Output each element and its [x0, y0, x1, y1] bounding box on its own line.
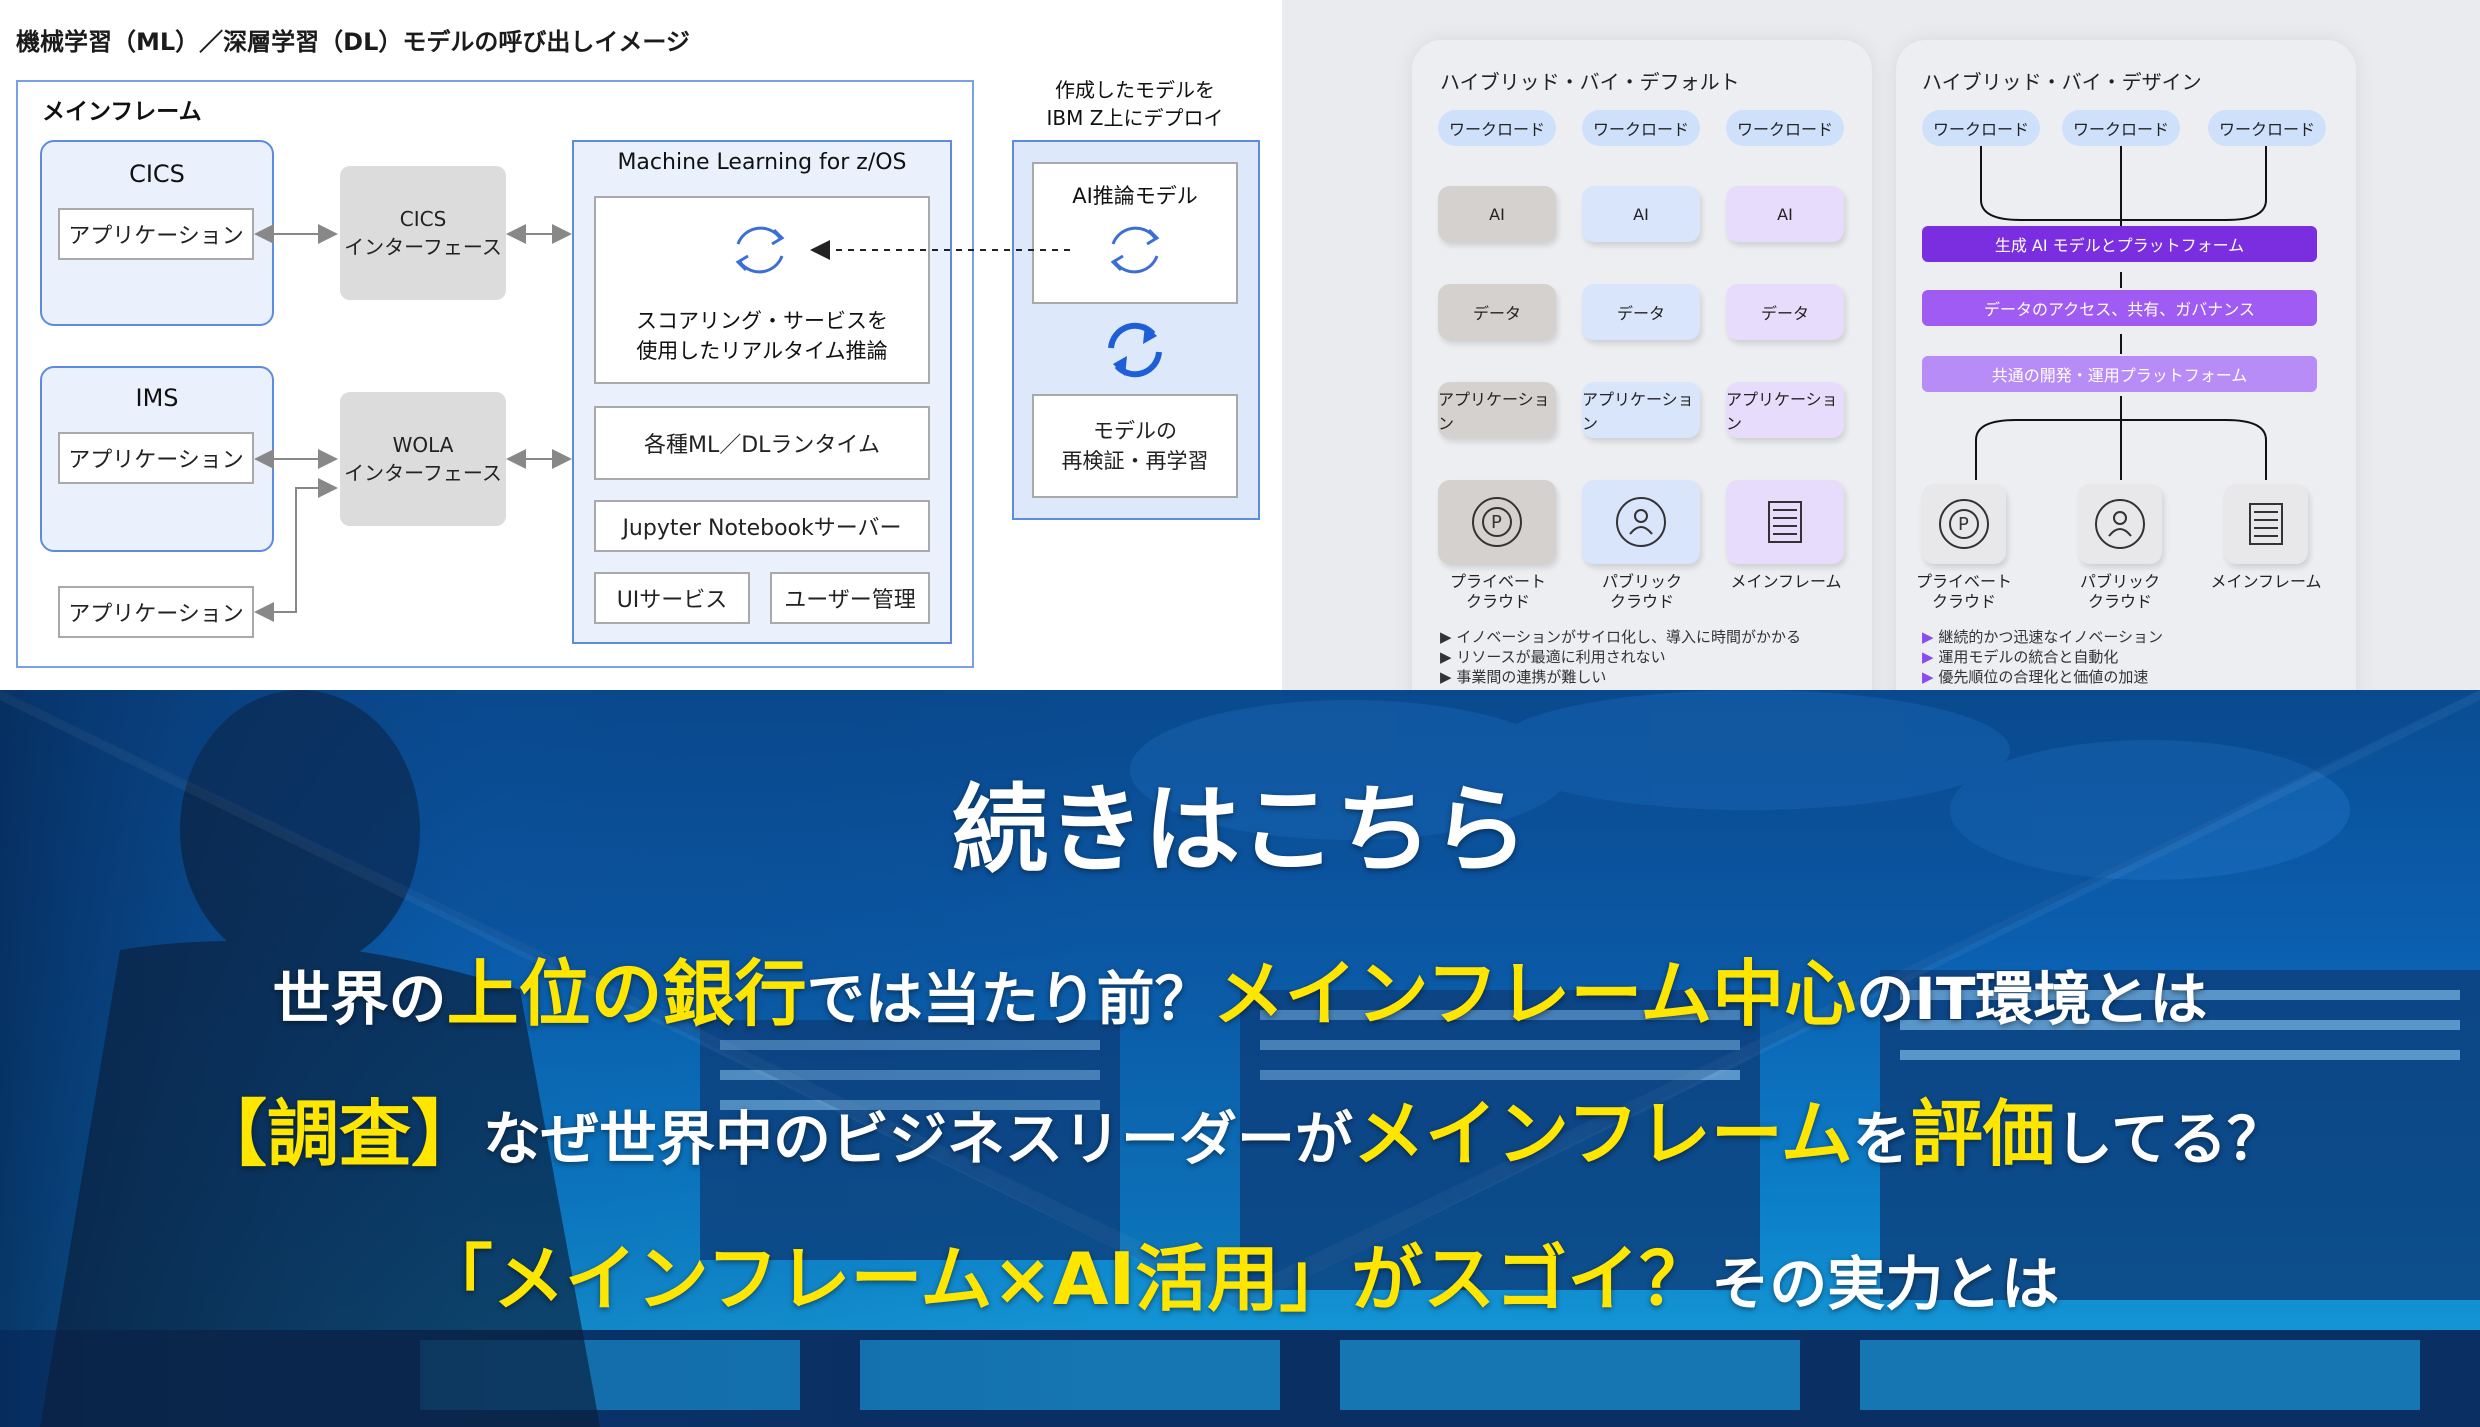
design-connectors	[1975, 146, 2267, 480]
retrain-box: モデルの 再検証・再学習	[1032, 394, 1238, 498]
data-governance-bar: データのアクセス、共有、ガバナンス	[1922, 290, 2317, 326]
env-caption: パブリック クラウド	[2079, 572, 2160, 611]
app-tile: アプリケーション	[1582, 382, 1700, 438]
diagram-connectors	[254, 224, 1162, 622]
private-cloud-icon: P	[1922, 484, 2006, 564]
app-tile: アプリケーション	[1726, 382, 1844, 438]
continue-heading: 続きはこちら	[952, 774, 1528, 886]
standalone-app-arrow	[254, 478, 338, 622]
sync-icon	[1108, 322, 1162, 378]
data-tile: データ	[1582, 284, 1700, 340]
svg-text:P: P	[1491, 512, 1502, 533]
data-tile: データ	[1726, 284, 1844, 340]
data-tile: データ	[1438, 284, 1556, 340]
ml-zos-title: Machine Learning for z/OS	[617, 150, 907, 175]
env-caption: メインフレーム	[2210, 572, 2322, 591]
app-tile: アプリケーション	[1438, 382, 1556, 438]
jupyter-box: Jupyter Notebookサーバー	[594, 500, 930, 552]
workload-chip: ワークロード	[1726, 110, 1844, 146]
refresh-icon	[1110, 226, 1160, 274]
mainframe-label: メインフレーム	[42, 99, 202, 125]
hybrid-design-title: ハイブリッド・バイ・デザイン	[1922, 70, 2202, 94]
design-bullet: ▶ 運用モデルの統合と自動化	[1922, 648, 2119, 666]
ui-service-box: UIサービス	[594, 572, 750, 624]
env-caption: パブリック クラウド	[1601, 572, 1682, 611]
env-caption: プライベート クラウド	[1915, 572, 2012, 611]
deploy-caption: 作成したモデルを IBM Z上にデプロイ	[1046, 78, 1224, 130]
article-link-2[interactable]: 【調査】なぜ世界中のビジネスリーダーがメインフレームを評価してる？	[194, 1092, 2285, 1176]
workload-chip: ワークロード	[2208, 110, 2326, 146]
hybrid-default-title: ハイブリッド・バイ・デフォルト	[1440, 70, 1740, 94]
mainframe-icon	[1726, 480, 1844, 564]
user-mgmt-box: ユーザー管理	[770, 572, 930, 624]
workload-chip: ワークロード	[1922, 110, 2040, 146]
genai-platform-bar: 生成 AI モデルとプラットフォーム	[1922, 226, 2317, 262]
banner-background-art	[0, 690, 2480, 1427]
workload-chip: ワークロード	[1438, 110, 1556, 146]
mainframe-icon	[2224, 484, 2308, 564]
standalone-app: アプリケーション	[58, 586, 254, 638]
design-bullet: ▶ 優先順位の合理化と価値の加速	[1922, 668, 2149, 686]
public-cloud-icon	[1582, 480, 1700, 564]
workload-chip: ワークロード	[2062, 110, 2180, 146]
ai-tile: AI	[1438, 186, 1556, 242]
cics-title: CICS	[129, 160, 185, 188]
env-caption: メインフレーム	[1730, 572, 1842, 591]
ai-model-label: AI推論モデル	[1072, 184, 1198, 208]
svg-text:P: P	[1958, 514, 1969, 535]
public-cloud-icon	[2078, 484, 2162, 564]
runtime-box: 各種ML／DLランタイム	[594, 406, 930, 480]
cics-interface: CICS インターフェース	[340, 166, 506, 300]
article-link-3[interactable]: 「メインフレーム×AI活用」がスゴイ？その実力とは	[420, 1237, 2060, 1321]
article-link-1[interactable]: 世界の上位の銀行では当たり前？メインフレーム中心のIT環境とは	[272, 952, 2208, 1036]
design-bullet: ▶ 継続的かつ迅速なイノベーション	[1922, 628, 2164, 646]
promo-banner[interactable]: 続きはこちら 世界の上位の銀行では当たり前？メインフレーム中心のIT環境とは 【…	[0, 690, 2480, 1427]
cics-app: アプリケーション	[58, 208, 254, 260]
default-bullet: ▶ イノベーションがサイロ化し、導入に時間がかかる	[1440, 628, 1802, 646]
refresh-icon	[735, 226, 785, 274]
ai-model-box	[1032, 162, 1238, 304]
default-bullet: ▶ 事業間の連携が難しい	[1440, 668, 1607, 686]
ml-invocation-diagram: 機械学習（ML）／深層学習（DL）モデルの呼び出しイメージ メインフレーム CI…	[0, 0, 1282, 690]
default-bullet: ▶ リソースが最適に利用されない	[1440, 648, 1666, 666]
scoring-service-label: スコアリング・サービスを 使用したリアルタイム推論	[636, 309, 888, 363]
workload-chip: ワークロード	[1582, 110, 1700, 146]
wola-interface: WOLA インターフェース	[340, 392, 506, 526]
mainframe-frame	[16, 80, 974, 668]
ai-tile: AI	[1726, 186, 1844, 242]
ims-title: IMS	[135, 384, 179, 412]
private-cloud-icon: P	[1438, 480, 1556, 564]
ims-app: アプリケーション	[58, 432, 254, 484]
ai-tile: AI	[1582, 186, 1700, 242]
scoring-service-box	[594, 196, 930, 384]
diagram-title: 機械学習（ML）／深層学習（DL）モデルの呼び出しイメージ	[16, 28, 690, 56]
env-caption: プライベート クラウド	[1449, 572, 1546, 611]
common-platform-bar: 共通の開発・運用プラットフォーム	[1922, 356, 2317, 392]
